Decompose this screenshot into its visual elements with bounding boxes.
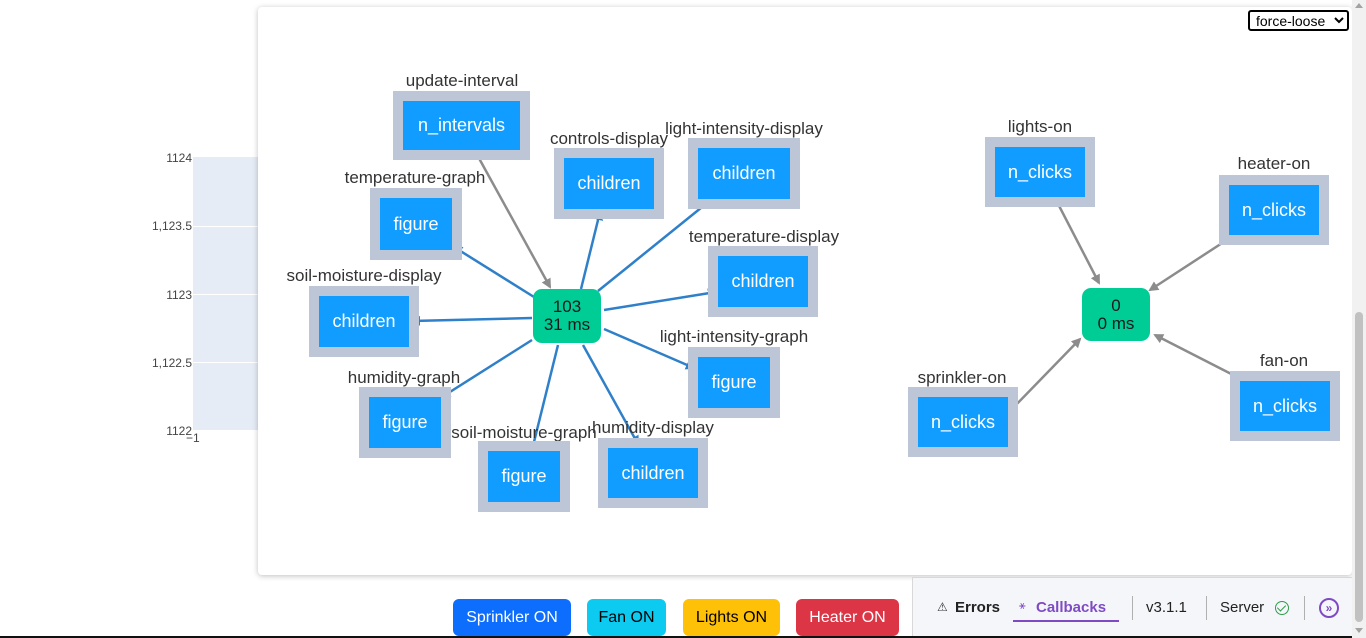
node-label: sprinkler-on (917, 368, 1007, 387)
callback-node[interactable]: 0 0 ms (1082, 288, 1150, 341)
node-prop: children (718, 256, 808, 307)
node-prop: children (608, 448, 698, 498)
edge-output (581, 344, 640, 446)
graph-node[interactable]: n_clicks (908, 387, 1018, 457)
page-scrollbar[interactable] (1352, 0, 1366, 638)
scroll-down-icon[interactable] (1355, 628, 1363, 633)
divider (1206, 596, 1207, 620)
callback-time: 0 ms (1097, 313, 1135, 333)
node-label: heater-on (1237, 154, 1311, 173)
edge-output (597, 197, 714, 292)
y-tick-label: 1,122.5 (151, 356, 192, 370)
node-label: soil-moisture-display (286, 266, 442, 285)
node-label: controls-display (549, 129, 669, 148)
double-chevron-right-icon[interactable]: » (1319, 598, 1339, 618)
y-tick-label: 1122 (166, 424, 192, 438)
callbacks-icon: ⚹ (1019, 600, 1026, 612)
edge-output (579, 210, 603, 290)
node-label: light-intensity-graph (659, 327, 809, 346)
graph-node[interactable]: children (708, 246, 818, 317)
fan-button[interactable]: Fan ON (587, 599, 666, 636)
node-prop: figure (698, 357, 770, 408)
heater-button[interactable]: Heater ON (796, 599, 899, 636)
node-label: temperature-graph (344, 168, 486, 187)
node-prop: children (698, 148, 790, 199)
warning-icon: ⚠ (937, 600, 948, 614)
scroll-up-icon[interactable] (1355, 3, 1363, 8)
node-label: humidity-display (592, 418, 714, 437)
server-label[interactable]: Server (1220, 599, 1265, 616)
edge-output (440, 338, 533, 399)
graph-node[interactable]: figure (370, 188, 462, 260)
edge-input (1011, 337, 1082, 410)
graph-node[interactable]: n_intervals (393, 91, 530, 160)
check-circle-icon (1275, 601, 1289, 615)
lights-button[interactable]: Lights ON (683, 599, 780, 636)
edge-input (1153, 333, 1244, 382)
node-prop: n_clicks (1229, 185, 1319, 235)
devtools-bar: ⚠ Errors ⚹ Callbacks v3.1.1 Server » (912, 577, 1352, 638)
edge-output (603, 327, 696, 370)
graph-node[interactable]: children (309, 286, 419, 357)
callback-count: 103 (552, 297, 582, 316)
graph-node[interactable]: children (554, 148, 664, 219)
callbacks-tab[interactable]: Callbacks (1036, 599, 1107, 616)
divider (1304, 596, 1305, 620)
node-prop: figure (380, 198, 452, 250)
x-tick-label: −1 (186, 431, 200, 445)
edge-output (410, 315, 533, 326)
graph-node[interactable]: figure (688, 347, 780, 418)
window-bottom-edge (0, 636, 1352, 638)
divider (1132, 596, 1133, 620)
sprinkler-button[interactable]: Sprinkler ON (453, 599, 571, 636)
graph-edges (410, 150, 1244, 452)
errors-tab[interactable]: Errors (955, 599, 1001, 616)
edge-input (1053, 197, 1101, 285)
graph-node[interactable]: n_clicks (985, 137, 1095, 207)
node-label: fan-on (1259, 351, 1309, 370)
edge-output (452, 245, 535, 299)
node-prop: children (564, 158, 654, 209)
node-label: update-interval (405, 71, 519, 90)
node-prop: n_intervals (403, 101, 520, 150)
node-label: temperature-display (688, 227, 840, 246)
gridline (193, 226, 258, 227)
graph-node[interactable]: n_clicks (1230, 371, 1340, 441)
edge-output (529, 344, 560, 452)
graph-node[interactable]: children (598, 438, 708, 508)
y-tick-label: 1,123.5 (151, 219, 192, 233)
node-label: lights-on (1007, 117, 1073, 136)
node-prop: figure (488, 451, 560, 502)
node-label: soil-moisture-graph (451, 423, 597, 442)
edge-input (473, 150, 552, 289)
graph-node[interactable]: figure (359, 387, 451, 458)
graph-node[interactable]: figure (478, 441, 570, 512)
y-tick-label: 1123 (166, 288, 192, 302)
scroll-thumb[interactable] (1355, 312, 1363, 622)
node-label: light-intensity-display (665, 119, 823, 138)
gridline (193, 294, 258, 295)
callback-node[interactable]: 103 31 ms (533, 289, 601, 343)
callback-time: 31 ms (543, 315, 591, 334)
active-tab-underline (1013, 620, 1119, 622)
node-prop: figure (369, 397, 441, 448)
y-tick-label: 1124 (166, 151, 192, 165)
callback-count: 0 (1111, 295, 1121, 315)
graph-node[interactable]: n_clicks (1219, 175, 1329, 245)
node-prop: children (319, 296, 409, 347)
node-label: humidity-graph (347, 368, 461, 387)
node-prop: n_clicks (1240, 381, 1330, 431)
node-prop: n_clicks (918, 397, 1008, 447)
node-prop: n_clicks (995, 147, 1085, 197)
callback-graph-panel[interactable]: force-loose 103 31 ms 0 0 (258, 7, 1352, 575)
version-label: v3.1.1 (1146, 599, 1187, 616)
layout-select[interactable]: force-loose (1248, 10, 1349, 31)
edge-output (603, 288, 718, 312)
chart-plot-area (193, 157, 258, 430)
graph-node[interactable]: children (688, 138, 800, 209)
gridline (193, 362, 258, 363)
